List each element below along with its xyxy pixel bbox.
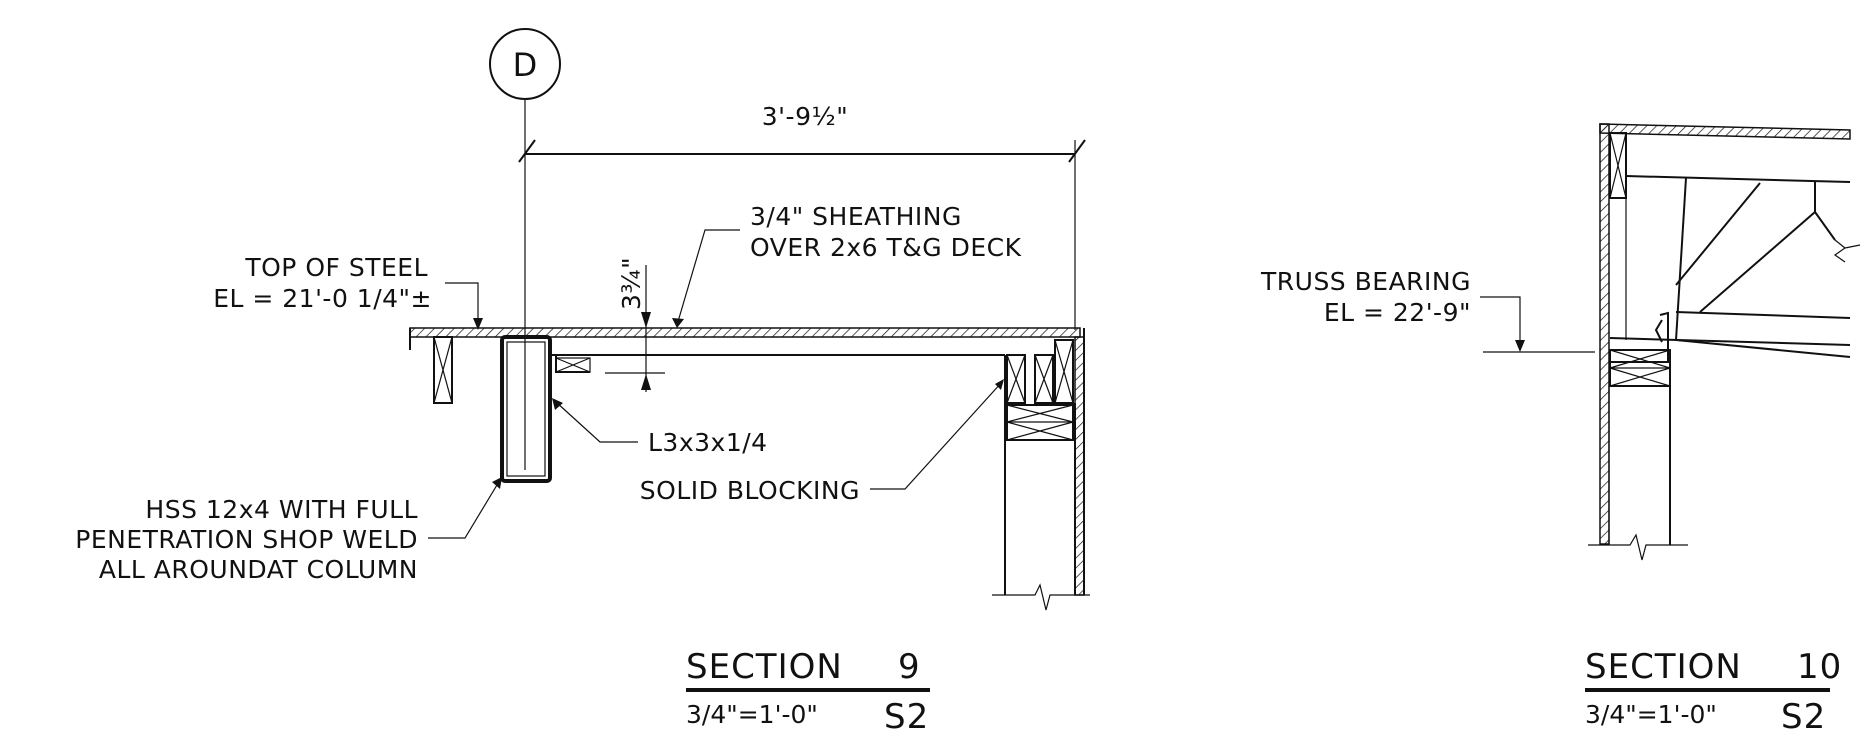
dimension-tick-right xyxy=(1068,139,1086,163)
hss-note-2: PENETRATION SHOP WELD xyxy=(75,525,418,554)
section-9-sheet: S2 xyxy=(884,697,929,737)
hss-note-3: ALL AROUNDAT COLUMN xyxy=(99,555,418,584)
wall-10-sheathing xyxy=(1599,123,1610,545)
wall-break xyxy=(992,583,1090,611)
section-9: D 3'-9½" 3¾" xyxy=(75,28,1090,737)
leader-hss xyxy=(428,479,501,539)
section-10-sheet: S2 xyxy=(1781,697,1826,737)
truss-bearing-2: EL = 22'-9" xyxy=(1324,298,1471,327)
section-10-title: SECTION 10 3/4"=1'-0" S2 xyxy=(1585,647,1842,737)
truss-bearing-1: TRUSS BEARING xyxy=(1260,267,1471,296)
grid-bubble-label: D xyxy=(513,46,538,84)
leader-top-of-steel xyxy=(445,282,479,328)
section-9-number: 9 xyxy=(898,647,921,687)
hss-column xyxy=(500,335,552,483)
wall-sheathing xyxy=(1074,336,1085,596)
wall-10-break xyxy=(1588,533,1688,561)
dimension-tick-left xyxy=(518,139,536,163)
section-10: TRUSS BEARING EL = 22'-9" SECTION 10 3/4… xyxy=(1260,123,1861,737)
section-9-title-word: SECTION xyxy=(686,647,843,687)
section-9-scale: 3/4"=1'-0" xyxy=(686,700,818,729)
truss-top-chord xyxy=(1625,175,1851,183)
leader-sheathing xyxy=(676,229,740,326)
top-of-steel-1: TOP OF STEEL xyxy=(244,253,428,282)
leader-blocking xyxy=(870,381,1003,490)
section-9-title: SECTION 9 3/4"=1'-0" S2 xyxy=(686,647,930,737)
truss-bottom-chord xyxy=(1675,339,1851,358)
hss-note-1: HSS 12x4 WITH FULL xyxy=(145,495,418,524)
vertical-dimension-label: 3¾" xyxy=(617,257,646,310)
section-10-title-word: SECTION xyxy=(1585,647,1742,687)
leader-truss-bearing xyxy=(1480,296,1521,350)
dimension-top-label: 3'-9½" xyxy=(762,102,848,131)
section-10-scale: 3/4"=1'-0" xyxy=(1585,700,1717,729)
wall-blocking-2 xyxy=(1034,354,1054,404)
truss-hanger xyxy=(1610,311,1669,363)
wall-blocking-3 xyxy=(1054,339,1074,404)
truss-web-1 xyxy=(1675,177,1687,341)
top-of-steel-2: EL = 21'-0 1/4"± xyxy=(213,284,432,313)
angle-label: L3x3x1/4 xyxy=(648,428,768,457)
note-sheathing-2: OVER 2x6 T&G DECK xyxy=(750,233,1022,262)
truss-bottom-chord-top xyxy=(1609,337,1851,346)
truss-diagonal xyxy=(1675,182,1836,313)
leader-angle xyxy=(555,401,638,443)
note-sheathing-1: 3/4" SHEATHING xyxy=(750,202,962,231)
roof-sheathing xyxy=(1599,123,1851,140)
section-10-number: 10 xyxy=(1797,647,1842,687)
wall-blocking-1 xyxy=(1006,354,1026,404)
blocking-label: SOLID BLOCKING xyxy=(640,476,860,505)
left-blocking xyxy=(433,336,453,404)
truss-break xyxy=(1833,239,1861,263)
